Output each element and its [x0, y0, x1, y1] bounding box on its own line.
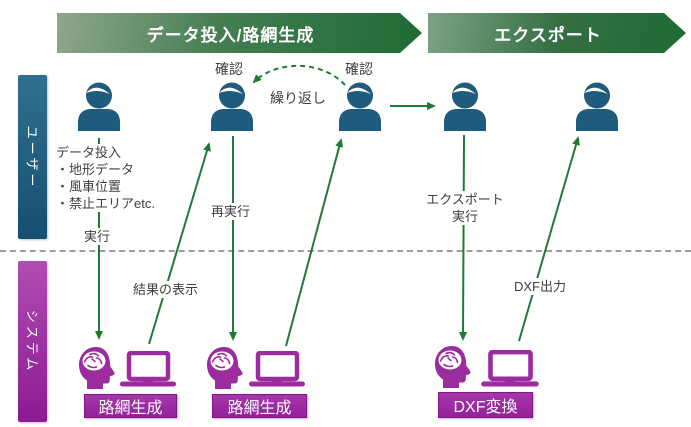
repeat-label: 繰り返し — [270, 90, 326, 106]
rerun-label: 再実行 — [209, 203, 253, 220]
phase-banner-export: エクスポート — [428, 13, 686, 53]
data-input-title: データ投入 — [56, 145, 122, 160]
user-icon — [444, 82, 486, 131]
confirm-label-1: 確認 — [215, 61, 243, 77]
brain-icon — [79, 347, 115, 389]
phase-banner-data-input: データ投入/路網生成 — [57, 13, 422, 53]
system-step-label: 路網生成 — [98, 400, 163, 417]
brain-icon — [207, 347, 243, 389]
user-icon — [339, 82, 381, 131]
arrow-result-up — [148, 142, 211, 345]
phase-banner-label: エクスポート — [494, 25, 602, 45]
data-input-bullet: ・風車位置 — [56, 179, 122, 194]
lane-label-system: システム — [18, 261, 47, 422]
brain-icon — [435, 346, 471, 388]
data-input-bullet: ・禁止エリアetc. — [56, 196, 155, 211]
export-execute-label: エクスポート 実行 — [422, 191, 508, 225]
phase-banner-label: データ投入/路網生成 — [146, 25, 315, 45]
execute-label: 実行 — [82, 228, 113, 245]
export-execute-line2: 実行 — [451, 209, 478, 224]
dxf-output-label: DXF出力 — [512, 278, 569, 295]
system-step-road-generation-1: 路網生成 — [84, 394, 177, 418]
system-step-road-generation-2: 路網生成 — [212, 394, 307, 418]
arrow-dxf-up — [518, 136, 580, 342]
system-step-label: DXF変換 — [453, 399, 518, 416]
system-step-label: 路網生成 — [227, 400, 292, 417]
user-icon — [211, 82, 253, 131]
result-display-label: 結果の表示 — [131, 281, 201, 298]
confirm-label-2: 確認 — [345, 61, 373, 77]
system-step-dxf-conversion: DXF変換 — [438, 392, 533, 418]
user-icon — [78, 82, 120, 131]
export-execute-line1: エクスポート — [426, 192, 504, 207]
repeat-loop-arrow — [252, 64, 346, 86]
lane-label-user: ユーザー — [18, 75, 47, 239]
lane-divider — [0, 250, 691, 252]
laptop-icon — [481, 350, 539, 387]
arrow-export-down — [459, 134, 468, 341]
laptop-icon — [120, 351, 176, 387]
data-input-bullet: ・地形データ — [56, 162, 135, 177]
data-input-note: データ投入 ・地形データ ・風車位置 ・禁止エリアetc. — [54, 144, 157, 212]
user-icon — [576, 82, 618, 131]
laptop-icon — [249, 351, 305, 387]
arrow-result2-up — [285, 138, 344, 347]
